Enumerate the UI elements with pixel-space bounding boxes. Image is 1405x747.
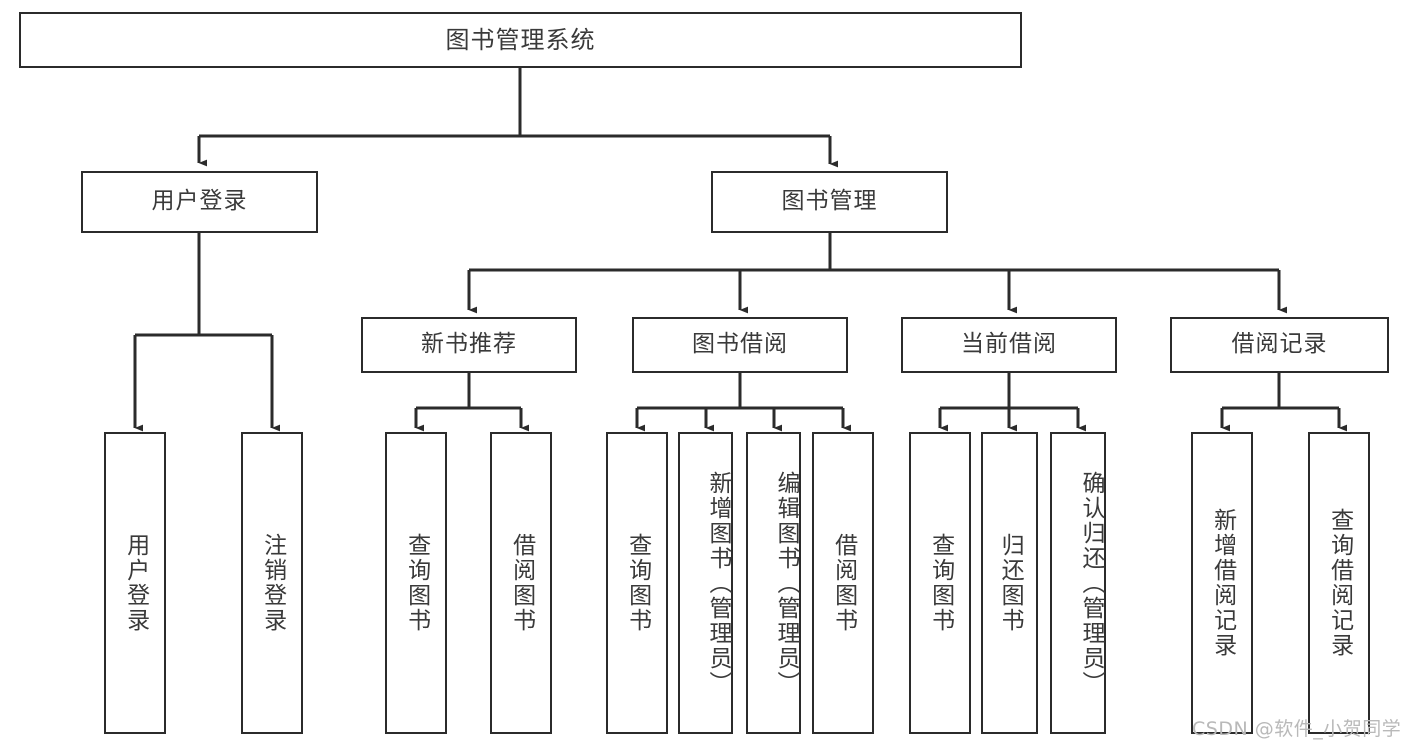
- node-leaf-confirm-return-admin[interactable]: 确认归还（管理员）: [1050, 432, 1106, 734]
- csdn-watermark: CSDN @软件_小贺同学: [1192, 718, 1402, 740]
- node-leaf-logout-login[interactable]: 注销登录: [241, 432, 303, 734]
- node-new-book-recommend[interactable]: 新书推荐: [361, 317, 577, 373]
- node-leaf-user-login[interactable]: 用户登录: [104, 432, 166, 734]
- node-leaf-query-borrow-record[interactable]: 查询借阅记录: [1308, 432, 1370, 734]
- node-root-system[interactable]: 图书管理系统: [19, 12, 1022, 68]
- node-book-manage[interactable]: 图书管理: [711, 171, 948, 233]
- node-leaf-query-book-3[interactable]: 查询图书: [909, 432, 971, 734]
- node-leaf-edit-book-admin[interactable]: 编辑图书（管理员）: [746, 432, 801, 734]
- node-leaf-add-book-admin[interactable]: 新增图书（管理员）: [678, 432, 733, 734]
- node-leaf-query-book-2[interactable]: 查询图书: [606, 432, 668, 734]
- node-leaf-borrow-book-2[interactable]: 借阅图书: [812, 432, 874, 734]
- node-user-login[interactable]: 用户登录: [81, 171, 318, 233]
- node-leaf-borrow-book-1[interactable]: 借阅图书: [490, 432, 552, 734]
- node-leaf-query-book-1[interactable]: 查询图书: [385, 432, 447, 734]
- node-borrow-record[interactable]: 借阅记录: [1170, 317, 1389, 373]
- node-leaf-return-book[interactable]: 归还图书: [981, 432, 1038, 734]
- node-leaf-add-borrow-record[interactable]: 新增借阅记录: [1191, 432, 1253, 734]
- node-book-borrow[interactable]: 图书借阅: [632, 317, 848, 373]
- node-current-borrow[interactable]: 当前借阅: [901, 317, 1117, 373]
